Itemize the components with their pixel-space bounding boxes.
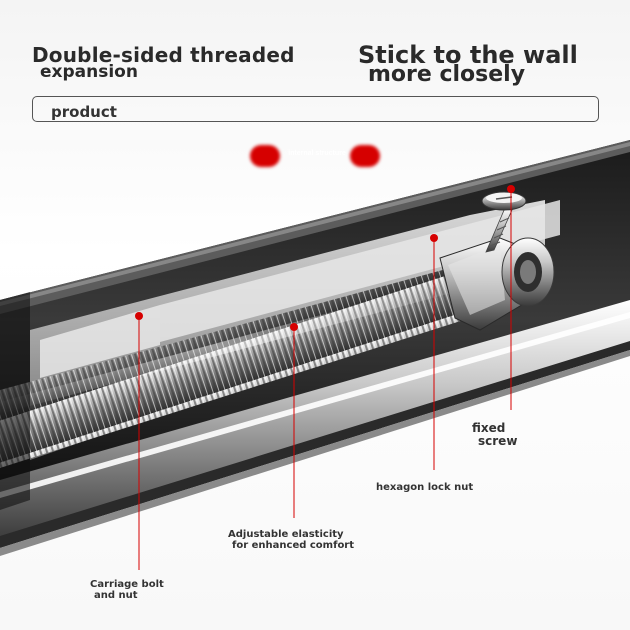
callout-carriage-bolt-line2: and nut bbox=[94, 589, 138, 601]
marker-dot-icon bbox=[430, 234, 438, 242]
internal-structure-label: internal structure bbox=[288, 150, 346, 157]
marker-dot-icon bbox=[135, 312, 143, 320]
headline-right-line2: more closely bbox=[368, 62, 526, 87]
product-label: product bbox=[51, 103, 117, 121]
callout-fixed-screw: fixed screw bbox=[472, 422, 517, 447]
callout-carriage-bolt-line1: Carriage bolt bbox=[90, 579, 164, 590]
callout-adjustable-line1: Adjustable elasticity bbox=[228, 529, 344, 540]
callout-adjustable-line2: for enhanced comfort bbox=[232, 539, 355, 551]
callout-fixed-screw-line2: screw bbox=[478, 433, 518, 448]
headline-right-line1: Stick to the wall bbox=[358, 41, 578, 69]
product-banner: product bbox=[32, 96, 599, 122]
structure-pill-right bbox=[350, 145, 380, 167]
screw-icon bbox=[481, 191, 527, 253]
callout-hexagon-lock-nut: hexagon lock nut bbox=[376, 482, 474, 493]
callout-fixed-screw-line1: fixed bbox=[472, 421, 506, 435]
callout-adjustable-elasticity: Adjustable elasticity for enhanced comfo… bbox=[228, 529, 355, 551]
marker-dot-icon bbox=[290, 323, 298, 331]
structure-pill-left bbox=[250, 145, 280, 167]
callout-carriage-bolt: Carriage bolt and nut bbox=[90, 579, 164, 601]
headline-left-line1: Double-sided threaded bbox=[32, 43, 295, 67]
headline-left-line2: expansion bbox=[40, 62, 138, 82]
marker-dot-icon bbox=[507, 185, 515, 193]
